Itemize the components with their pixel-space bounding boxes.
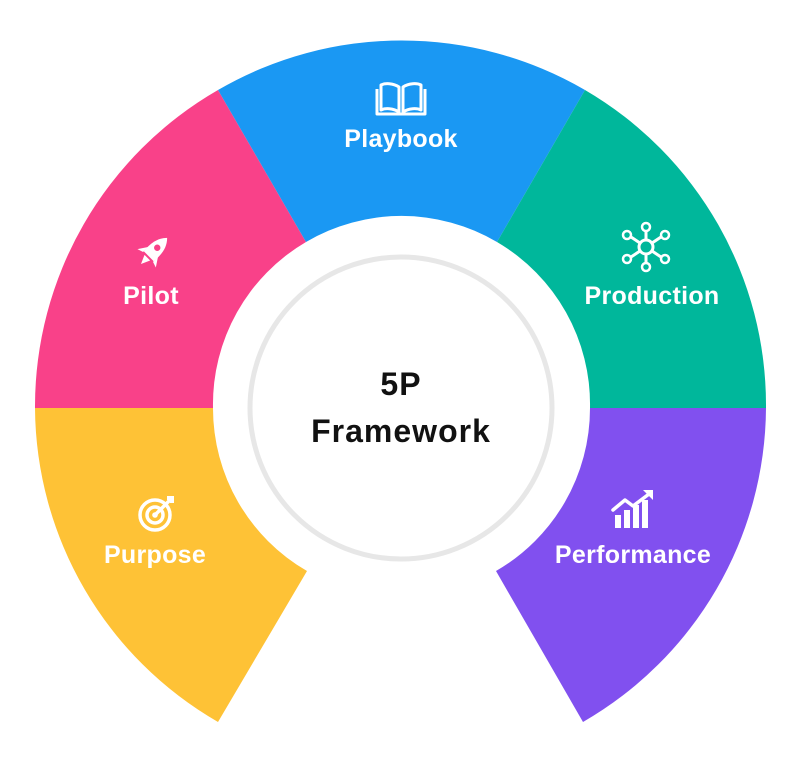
segment-playbook: Playbook [218, 40, 585, 242]
segment-pilot-shape [34, 90, 306, 408]
target-icon [138, 496, 174, 532]
segment-performance: Performance [496, 408, 766, 722]
center-ring [247, 254, 555, 562]
segment-production-label: Production [585, 282, 720, 310]
growth-chart-icon [611, 490, 653, 528]
segment-performance-shape [496, 408, 766, 722]
segment-playbook-label: Playbook [344, 125, 458, 153]
network-icon [621, 221, 671, 273]
segment-playbook-shape [218, 40, 585, 242]
center-title-line2: Framework [311, 413, 491, 449]
segment-production: Production [497, 90, 767, 408]
segment-purpose-shape [35, 408, 307, 722]
center-title-line1: 5P [380, 366, 421, 402]
segment-pilot-label: Pilot [123, 282, 179, 310]
book-icon [375, 82, 427, 116]
segment-purpose: Purpose [35, 408, 307, 722]
segment-production-shape [497, 90, 767, 408]
center-hub: 5P Framework [247, 254, 555, 562]
segment-pilot: Pilot [34, 90, 306, 408]
rocket-icon [137, 237, 168, 268]
segment-performance-label: Performance [555, 541, 711, 569]
segment-purpose-label: Purpose [104, 541, 206, 569]
